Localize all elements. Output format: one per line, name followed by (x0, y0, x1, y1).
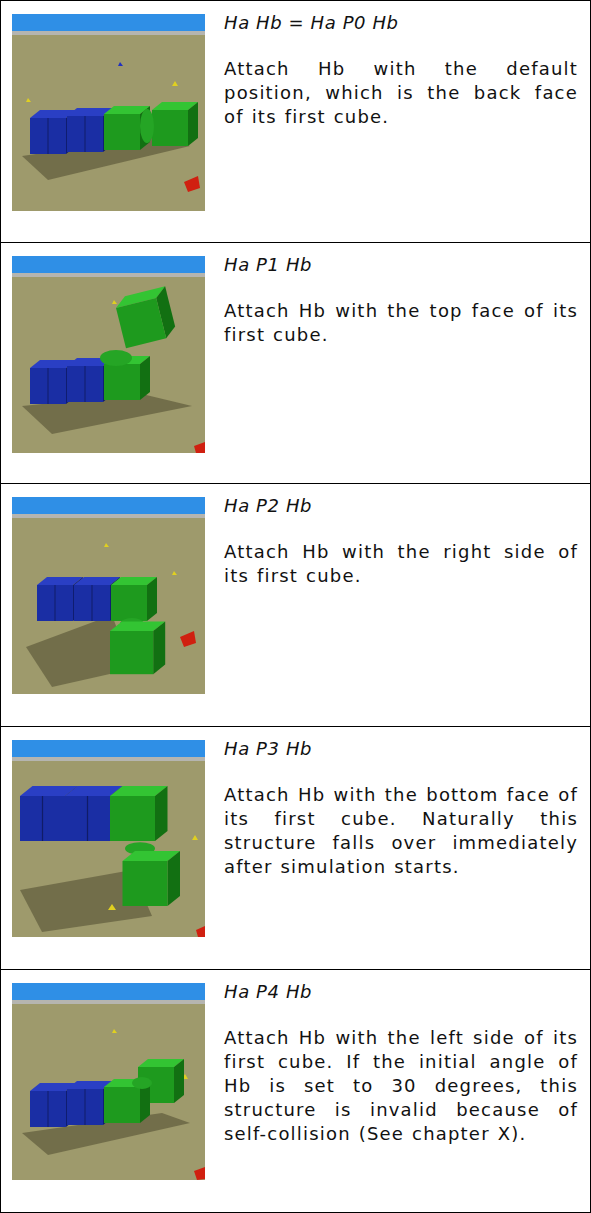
marker (26, 98, 31, 102)
scene-p4 (12, 983, 205, 1180)
row-heading: Ha P3 Hb (224, 737, 578, 761)
marker (192, 835, 198, 840)
green-cube (111, 577, 157, 621)
green-cube (123, 851, 181, 906)
green-cube (114, 286, 178, 348)
table-row: Ha Hb = Ha P0 Hb Attach Hb with the defau… (0, 0, 591, 243)
scene-ground (12, 256, 205, 453)
tilted-cube (114, 286, 178, 348)
marker (180, 631, 196, 647)
row-heading: Ha P2 Hb (224, 494, 578, 518)
scene-p1 (12, 256, 205, 453)
scene-p3 (12, 740, 205, 937)
row-heading: Ha P1 Hb (224, 253, 578, 277)
marker (104, 543, 109, 547)
table-row: Ha P1 Hb Attach Hb with the top face of i… (0, 242, 591, 484)
row-heading: Ha Hb = Ha P0 Hb (224, 11, 578, 35)
marker (196, 926, 205, 937)
row-description: Attach Hb with the top face of its first… (224, 299, 578, 347)
green-cube (110, 621, 165, 674)
row-description: Attach Hb with the default position, whi… (224, 57, 578, 129)
scene-ground (12, 740, 205, 937)
scene-ground (12, 983, 205, 1180)
row-description: Attach Hb with the right side of its fir… (224, 540, 578, 588)
green-cube (110, 786, 168, 841)
scene-p0 (12, 14, 205, 211)
joint-capsule (100, 350, 132, 366)
marker (108, 904, 116, 910)
joint-capsule (140, 109, 154, 143)
marker (172, 571, 177, 575)
green-cube (152, 102, 198, 146)
marker (112, 1029, 117, 1033)
table-row: Ha P2 Hb Attach Hb with the right side of… (0, 483, 591, 727)
cube-chain (20, 786, 180, 906)
marker (184, 176, 200, 192)
marker (172, 81, 178, 86)
marker (194, 1167, 205, 1180)
table-row: Ha P3 Hb Attach Hb with the bottom face o… (0, 726, 591, 970)
marker (112, 300, 117, 304)
near-cube (110, 621, 165, 674)
joint-capsule (132, 1077, 152, 1089)
marker (194, 442, 205, 453)
scene-ground (12, 14, 205, 211)
scene-ground (12, 497, 205, 694)
row-description: Attach Hb with the bottom face of its fi… (224, 783, 578, 879)
table-row: Ha P4 Hb Attach Hb with the left side of … (0, 969, 591, 1213)
row-description: Attach Hb with the left side of its firs… (224, 1026, 578, 1146)
row-heading: Ha P4 Hb (224, 980, 578, 1004)
scene-p2 (12, 497, 205, 694)
marker (118, 62, 123, 66)
